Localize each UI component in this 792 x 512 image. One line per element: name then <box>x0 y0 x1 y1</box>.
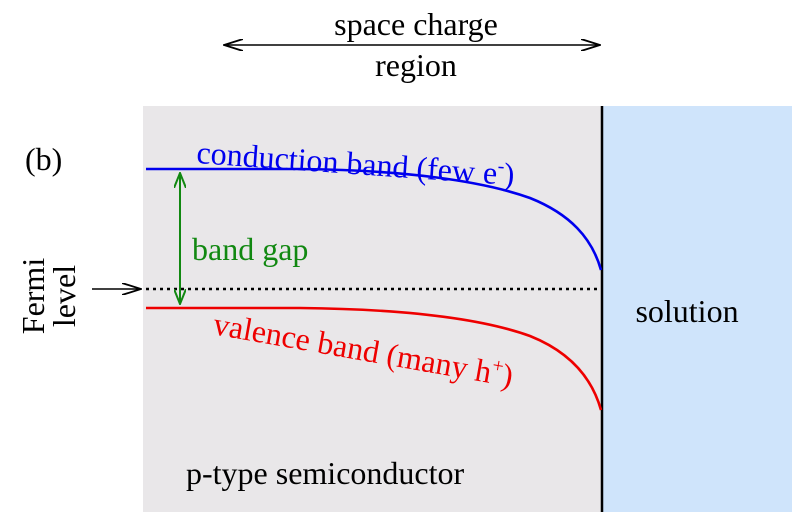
panel-label: (b) <box>25 141 62 177</box>
space-charge-label-line2: region <box>375 47 457 83</box>
band-gap-label: band gap <box>192 231 308 267</box>
fermi-label-line2: level <box>46 265 82 327</box>
solution-region <box>602 106 792 512</box>
valence-band-superscript: + <box>491 354 506 378</box>
valence-band-curve <box>146 306 603 411</box>
solution-label: solution <box>635 293 738 329</box>
space-charge-label-line1: space charge <box>334 6 498 42</box>
conduction-band-close: ) <box>503 156 516 193</box>
fermi-label-line1: Fermi <box>15 258 51 335</box>
conduction-band-curve <box>146 167 603 271</box>
conduction-band-superscript: - <box>497 155 505 177</box>
semiconductor-label: p-type semiconductor <box>186 455 464 491</box>
